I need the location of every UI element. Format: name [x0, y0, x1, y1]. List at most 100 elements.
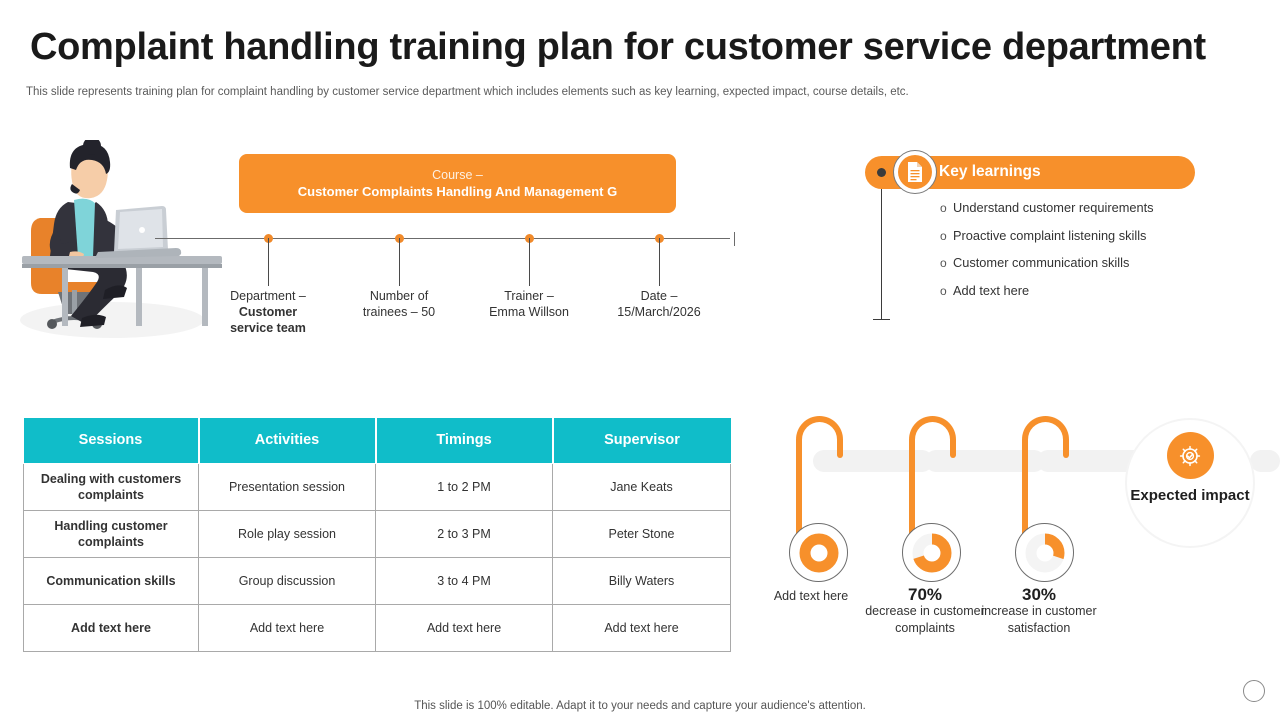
impact-gauge-2[interactable]	[1015, 523, 1074, 582]
list-item[interactable]: o Proactive complaint listening skills	[940, 228, 1200, 244]
key-learnings-connector-tick	[873, 319, 890, 321]
key-learnings-title: Key learnings	[939, 163, 1041, 180]
page-title: Complaint handling training plan for cus…	[30, 26, 1206, 68]
footer-note: This slide is 100% editable. Adapt it to…	[414, 700, 866, 712]
impact-hook-tip	[950, 446, 956, 458]
bullet-icon: o	[940, 256, 947, 270]
table-row[interactable]: Add text here Add text here Add text her…	[23, 603, 731, 652]
list-item-label: Add text here	[953, 282, 1030, 298]
target-with-arrows-icon	[1166, 432, 1214, 479]
key-learnings-panel: Key learnings o Understand customer requ…	[860, 150, 1200, 332]
timeline-node-line2: Emma Willson	[489, 305, 569, 319]
cell-session: Communication skills	[23, 556, 199, 605]
list-item[interactable]: o Understand customer requirements	[940, 200, 1200, 216]
timeline-node-text: Department – Customer service team	[194, 288, 342, 336]
timeline-stem	[659, 238, 660, 286]
training-sessions-table: Sessions Activities Timings Supervisor D…	[23, 418, 731, 652]
column-header-timings[interactable]: Timings	[375, 418, 554, 464]
impact-gauge-0[interactable]	[789, 523, 848, 582]
page-subtitle: This slide represents training plan for …	[26, 86, 909, 98]
expected-impact-label: Expected impact	[1130, 487, 1250, 504]
cell-session: Handling customer complaints	[23, 509, 199, 558]
cell-supervisor: Add text here	[552, 603, 731, 652]
impact-hook-curve	[1022, 416, 1069, 450]
expected-impact-panel: Add text here 70% decrease in customer c…	[770, 398, 1280, 673]
cell-supervisor: Billy Waters	[552, 556, 731, 605]
timeline-node-line3: service team	[230, 321, 306, 335]
cell-activity: Add text here	[198, 603, 376, 652]
timeline-node-text: Date – 15/March/2026	[585, 288, 733, 320]
impact-percent-2: 30%	[1021, 585, 1057, 604]
corner-circle-decoration	[1243, 680, 1265, 702]
cell-activity: Presentation session	[198, 462, 376, 511]
column-header-supervisor[interactable]: Supervisor	[552, 418, 731, 464]
impact-track-segment	[813, 450, 933, 472]
expected-impact-badge[interactable]: Expected impact	[1125, 418, 1255, 548]
timeline-node-line1: Date –	[640, 289, 678, 303]
timeline-node-text: Number of trainees – 50	[325, 288, 473, 320]
list-item[interactable]: o Add text here	[940, 283, 1200, 299]
timeline-node-line2: trainees – 50	[362, 305, 436, 319]
impact-hook-curve	[909, 416, 956, 450]
timeline-node-line2: 15/March/2026	[617, 305, 701, 319]
impact-text-2: increase in customer satisfaction	[981, 604, 1097, 635]
list-item-label: Proactive complaint listening skills	[953, 227, 1147, 243]
table-row[interactable]: Dealing with customers complaints Presen…	[23, 462, 731, 511]
bullet-icon: o	[940, 283, 947, 298]
slide-header: Complaint handling training plan for cus…	[0, 0, 1280, 110]
course-value: Customer Complaints Handling And Managem…	[297, 184, 618, 199]
course-label: Course –	[432, 168, 483, 182]
column-header-sessions[interactable]: Sessions	[23, 418, 200, 464]
businesswoman-at-desk-illustration	[12, 137, 237, 345]
cell-timing: 3 to 4 PM	[375, 556, 553, 605]
cell-activity: Group discussion	[198, 556, 376, 605]
impact-hook-curve	[796, 416, 843, 450]
impact-hook-stem	[1022, 446, 1028, 546]
cell-supervisor: Jane Keats	[552, 462, 731, 511]
timeline-node-line1: Number of	[369, 289, 429, 303]
course-box: Course – Customer Complaints Handling An…	[239, 154, 676, 213]
cell-timing: 1 to 2 PM	[375, 462, 553, 511]
timeline-axis	[155, 238, 730, 239]
impact-hook-stem	[909, 446, 915, 546]
timeline-stem	[399, 238, 400, 286]
impact-hook-stem	[796, 446, 802, 546]
list-item-label: Customer communication skills	[953, 255, 1130, 270]
table-row[interactable]: Handling customer complaints Role play s…	[23, 509, 731, 558]
cell-session: Add text here	[23, 603, 199, 652]
impact-percent-1: 70%	[907, 585, 943, 604]
table-row[interactable]: Communication skills Group discussion 3 …	[23, 556, 731, 605]
timeline-node-text: Trainer – Emma Willson	[455, 288, 603, 320]
timeline-end-tick	[734, 232, 735, 246]
bullet-icon: o	[940, 201, 947, 215]
list-item-label: Understand customer requirements	[953, 200, 1154, 215]
timeline-node-line1: Trainer –	[504, 289, 554, 303]
impact-gauge-1[interactable]	[902, 523, 961, 582]
cell-timing: 2 to 3 PM	[375, 509, 553, 558]
timeline-stem	[268, 238, 269, 286]
impact-track-segment	[1250, 450, 1280, 472]
impact-text-1: decrease in customer complaints	[865, 604, 985, 635]
table-header-row: Sessions Activities Timings Supervisor	[23, 418, 731, 464]
impact-caption-2: 30% increase in customer satisfaction	[964, 586, 1114, 637]
impact-hook-tip	[1063, 446, 1069, 458]
bullet-icon: o	[940, 228, 947, 243]
timeline-stem	[529, 238, 530, 286]
key-learnings-connector-line	[881, 172, 883, 320]
column-header-activities[interactable]: Activities	[198, 418, 377, 464]
key-learnings-anchor-dot-icon	[877, 168, 886, 177]
key-learnings-list: o Understand customer requirements o Pro…	[940, 200, 1200, 310]
impact-text-0: Add text here	[773, 589, 849, 603]
cell-supervisor: Peter Stone	[552, 509, 731, 558]
cell-session: Dealing with customers complaints	[23, 462, 199, 511]
document-icon	[898, 155, 932, 189]
course-details-timeline: Department – Customer service team Numbe…	[155, 230, 735, 350]
impact-caption-0: Add text here	[736, 588, 886, 605]
impact-caption-1: 70% decrease in customer complaints	[850, 586, 1000, 637]
impact-hook-tip	[837, 446, 843, 458]
cell-timing: Add text here	[375, 603, 553, 652]
list-item[interactable]: o Customer communication skills	[940, 255, 1200, 271]
document-icon-ring	[893, 150, 937, 194]
timeline-node-line2: Customer	[238, 305, 298, 319]
timeline-node-line1: Department –	[230, 289, 306, 303]
